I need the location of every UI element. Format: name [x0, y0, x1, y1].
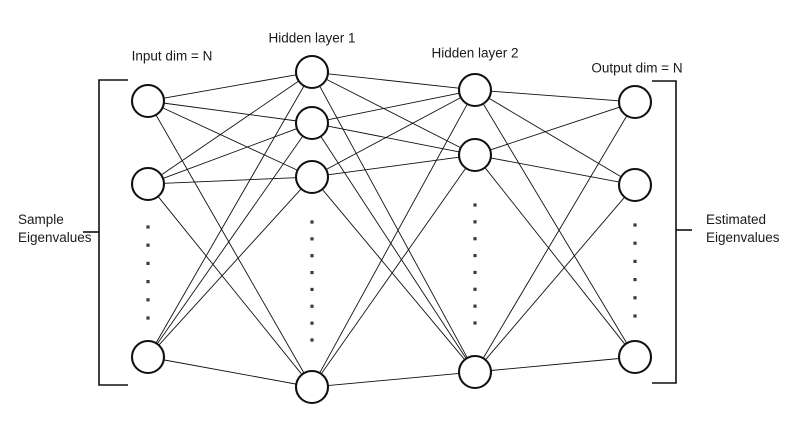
edge-hidden1-hidden2 [327, 156, 460, 176]
node-output-2 [617, 167, 653, 203]
node-hidden1-3 [294, 159, 330, 195]
edge-hidden1-hidden2 [327, 125, 460, 153]
edge-hidden2-output [484, 167, 626, 345]
layer-brackets [83, 79, 692, 386]
sample-eigenvalues-label-line2: Eigenvalues [18, 230, 92, 245]
edge-hidden1-hidden2 [321, 188, 466, 361]
ellipsis-dot-output [633, 259, 637, 263]
ellipsis-dot-hidden2 [473, 287, 477, 291]
ellipsis-dot-hidden2 [473, 203, 477, 207]
edge-hidden1-hidden2 [327, 373, 460, 386]
edge-hidden1-hidden2 [320, 167, 467, 375]
edge-hidden2-output [490, 157, 620, 183]
estimated-eigenvalues-label-line2: Eigenvalues [706, 230, 780, 245]
layer-label-hidden-2: Hidden layer 2 [431, 46, 518, 61]
ellipsis-dot-hidden2 [473, 304, 477, 308]
edge-input-hidden1 [155, 85, 305, 344]
ellipsis-dot-hidden1 [310, 254, 314, 258]
node-output-3 [617, 339, 653, 375]
ellipsis-dot-input [146, 316, 150, 320]
ellipsis-dot-hidden1 [310, 270, 314, 275]
estimated-eigenvalues-label-line1: Estimated [706, 212, 766, 227]
connection-edges [155, 73, 628, 386]
ellipsis-dot-output [633, 314, 637, 318]
ellipsis-dot-input [146, 261, 150, 265]
edge-hidden1-hidden2 [320, 136, 467, 359]
ellipsis-dot-hidden1 [310, 287, 314, 292]
ellipsis-dot-hidden2 [473, 253, 477, 258]
edge-hidden2-output [482, 115, 628, 359]
layer-label-output: Output dim = N [591, 61, 682, 76]
edge-hidden2-output [485, 196, 625, 361]
layer-label-hidden-1: Hidden layer 1 [268, 31, 355, 46]
ellipsis-dot-hidden1 [310, 321, 314, 325]
network-nodes [130, 54, 653, 405]
edge-input-hidden1 [163, 359, 297, 385]
edge-hidden1-hidden2 [327, 73, 460, 89]
ellipsis-dot-hidden1 [310, 220, 314, 224]
edge-hidden2-output [490, 358, 620, 371]
layer-label-group: Input dim = N Hidden layer 1 Hidden laye… [132, 31, 683, 76]
ellipsis-dot-input [146, 280, 150, 284]
node-ellipsis-dots [146, 203, 637, 342]
ellipsis-dot-hidden2 [473, 270, 477, 275]
edge-input-hidden1 [157, 196, 303, 375]
node-input-2 [130, 166, 166, 202]
ellipsis-dot-hidden1 [310, 338, 314, 342]
ellipsis-dot-hidden2 [473, 220, 477, 224]
node-output-1 [617, 84, 653, 120]
edge-input-hidden1 [163, 177, 297, 184]
edge-input-hidden1 [156, 135, 304, 345]
node-hidden1-2 [294, 105, 330, 141]
ellipsis-dot-output [633, 296, 637, 300]
edge-hidden2-output [490, 106, 620, 151]
edge-hidden2-output [490, 90, 620, 102]
edge-hidden1-hidden2 [319, 103, 468, 374]
edge-hidden1-hidden2 [319, 85, 468, 359]
layer-label-input: Input dim = N [132, 49, 213, 64]
node-hidden2-3 [457, 354, 493, 390]
right-bracket [652, 80, 677, 384]
ellipsis-dot-input [146, 225, 150, 229]
edge-input-hidden1 [163, 102, 297, 122]
edge-hidden1-hidden2 [327, 92, 460, 121]
edge-hidden1-hidden2 [326, 78, 461, 149]
node-hidden1-1 [294, 54, 330, 90]
ellipsis-dot-output [633, 278, 637, 282]
ellipsis-dot-hidden1 [310, 304, 314, 308]
edge-hidden2-output [488, 97, 622, 178]
node-input-1 [130, 83, 166, 119]
node-hidden2-2 [457, 137, 493, 173]
edge-input-hidden1 [162, 128, 298, 179]
left-bracket [98, 79, 128, 386]
ellipsis-dot-output [633, 223, 637, 227]
edge-input-hidden1 [158, 188, 302, 346]
sample-eigenvalues-label-line1: Sample [18, 212, 64, 227]
edge-hidden1-hidden2 [325, 97, 462, 170]
node-hidden1-4 [294, 369, 330, 405]
edge-input-hidden1 [160, 80, 300, 176]
node-input-3 [130, 339, 166, 375]
edge-input-hidden1 [162, 107, 298, 171]
edge-input-hidden1 [155, 114, 305, 374]
node-hidden2-1 [457, 72, 493, 108]
ellipsis-dot-input [146, 298, 150, 302]
ellipsis-dot-output [633, 241, 637, 245]
ellipsis-dot-input [146, 243, 150, 247]
side-label-group: Sample Eigenvalues Estimated Eigenvalues [18, 212, 780, 245]
ellipsis-dot-hidden2 [473, 237, 477, 241]
ellipsis-dot-hidden2 [473, 321, 477, 325]
ellipsis-dot-hidden1 [310, 237, 314, 241]
edge-input-hidden1 [163, 74, 297, 99]
edge-hidden2-output [482, 103, 628, 344]
